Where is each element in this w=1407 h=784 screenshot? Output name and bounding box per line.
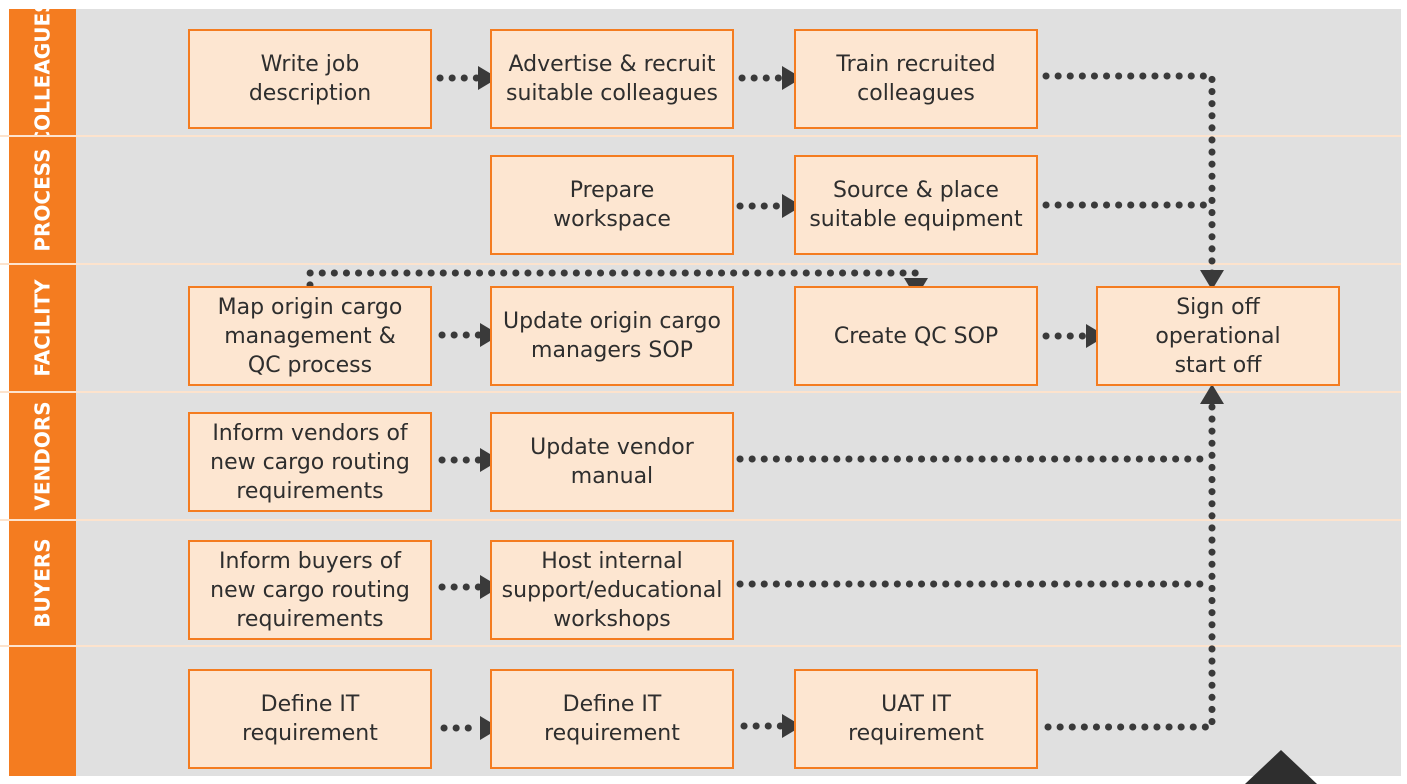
box-map-origin-cargo: Map origin cargo management & QC process bbox=[188, 286, 432, 386]
box-inform-vendors: Inform vendors of new cargo routing requ… bbox=[188, 412, 432, 512]
lane-label-vendors: VENDORS bbox=[9, 393, 76, 519]
connector-train-to-signoff bbox=[1042, 72, 1216, 280]
lane-label-buyers: BUYERS bbox=[9, 521, 76, 645]
lane-background-process bbox=[76, 137, 1401, 263]
box-update-vendor-manual: Update vendor manual bbox=[490, 412, 734, 512]
arrowhead-right bbox=[782, 714, 802, 738]
box-inform-buyers: Inform buyers of new cargo routing requi… bbox=[188, 540, 432, 640]
box-source-equipment: Source & place suitable equipment bbox=[794, 155, 1038, 255]
lane-label-it bbox=[9, 647, 76, 776]
arrowhead-right bbox=[782, 66, 802, 90]
lane-separator bbox=[0, 391, 1401, 393]
lane-label-process: PROCESS bbox=[9, 137, 76, 263]
corner-triangle-icon bbox=[1245, 750, 1317, 784]
arrowhead-right bbox=[782, 194, 802, 218]
box-define-it-requirement-2: Define IT requirement bbox=[490, 669, 734, 769]
box-update-origin-cargo-sop: Update origin cargo managers SOP bbox=[490, 286, 734, 386]
box-advertise-recruit: Advertise & recruit suitable colleagues bbox=[490, 29, 734, 129]
lane-label-facility: FACILITY bbox=[9, 265, 76, 391]
arrowhead-down bbox=[1200, 270, 1224, 290]
connector-uat-to-signoff bbox=[1044, 394, 1216, 731]
box-host-workshops: Host internal support/educational worksh… bbox=[490, 540, 734, 640]
arrowhead-up bbox=[1200, 384, 1224, 404]
box-create-qc-sop: Create QC SOP bbox=[794, 286, 1038, 386]
box-train-recruited: Train recruited colleagues bbox=[794, 29, 1038, 129]
box-define-it-requirement-1: Define IT requirement bbox=[188, 669, 432, 769]
arrowhead-right bbox=[478, 66, 498, 90]
lane-label-colleagues: COLLEAGUES bbox=[9, 0, 76, 146]
lane-separator bbox=[0, 519, 1401, 521]
box-write-job-description: Write job description bbox=[188, 29, 432, 129]
box-prepare-workspace: Prepare workspace bbox=[490, 155, 734, 255]
box-sign-off-operational: Sign off operational start off bbox=[1096, 286, 1340, 386]
lane-separator bbox=[0, 263, 1401, 265]
box-uat-it-requirement: UAT IT requirement bbox=[794, 669, 1038, 769]
lane-separator bbox=[0, 645, 1401, 647]
connector-map-to-createqc bbox=[306, 269, 920, 289]
lane-separator bbox=[0, 135, 1401, 137]
